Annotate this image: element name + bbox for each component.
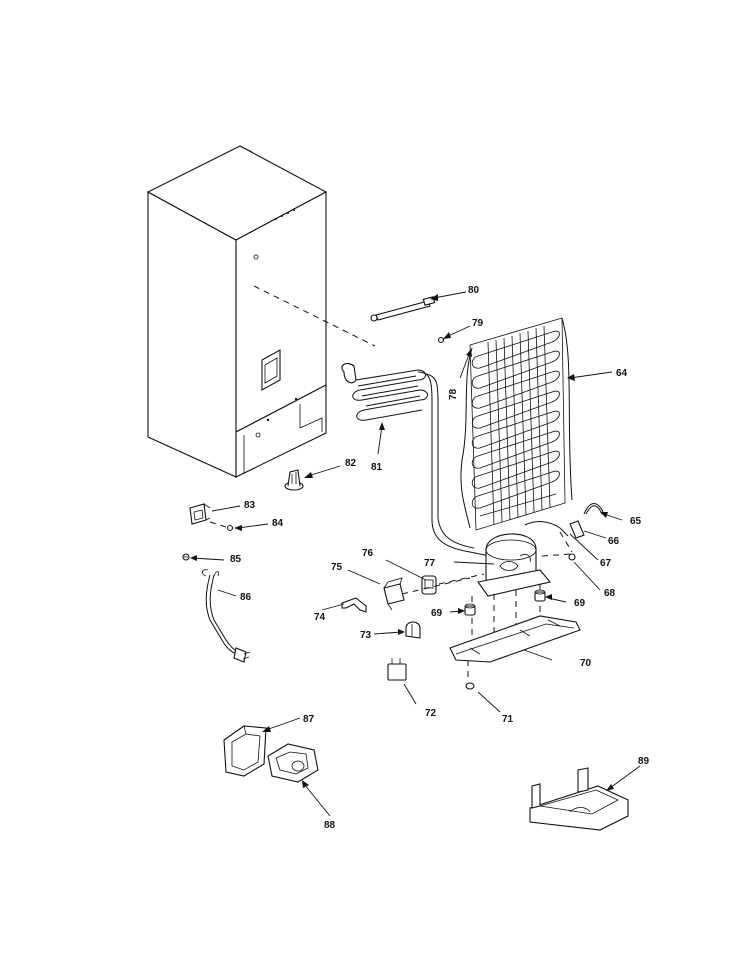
callout-67: 67 bbox=[600, 558, 612, 569]
drain-pan-88 bbox=[267, 743, 319, 783]
callout-76: 76 bbox=[362, 548, 374, 559]
callout-73: 73 bbox=[360, 630, 372, 641]
bracket-tray-89 bbox=[529, 767, 629, 831]
callout-leaders bbox=[190, 291, 641, 817]
callout-65: 65 bbox=[630, 516, 642, 527]
screw-85 bbox=[182, 553, 190, 561]
callout-83: 83 bbox=[244, 500, 256, 511]
spacer-66 bbox=[569, 520, 585, 539]
callout-79: 79 bbox=[472, 318, 484, 329]
grommet-82 bbox=[284, 469, 304, 491]
drain-pan-housing-87 bbox=[223, 725, 267, 777]
callout-78: 78 bbox=[448, 388, 459, 400]
callout-69-left: 69 bbox=[431, 608, 443, 619]
callout-71: 71 bbox=[502, 714, 514, 725]
hook-65 bbox=[583, 503, 605, 515]
grommet-69-left bbox=[464, 603, 476, 616]
grommet-69-right bbox=[534, 589, 546, 602]
callout-labels: 80 79 78 64 81 82 83 84 85 86 65 66 67 6… bbox=[230, 285, 650, 831]
screw-68 bbox=[568, 553, 576, 561]
callout-64: 64 bbox=[616, 368, 628, 379]
callout-86: 86 bbox=[240, 592, 252, 603]
callout-69-right: 69 bbox=[574, 598, 586, 609]
compressor-base-plate bbox=[449, 615, 581, 663]
callout-66: 66 bbox=[608, 536, 620, 547]
callout-81: 81 bbox=[371, 462, 383, 473]
capacitor-72 bbox=[387, 658, 407, 681]
callout-72: 72 bbox=[425, 708, 437, 719]
switch-83 bbox=[189, 503, 211, 525]
callout-87: 87 bbox=[303, 714, 315, 725]
callout-88: 88 bbox=[324, 820, 336, 831]
callout-84: 84 bbox=[272, 518, 284, 529]
callout-80: 80 bbox=[468, 285, 480, 296]
callout-82: 82 bbox=[345, 458, 357, 469]
callout-85: 85 bbox=[230, 554, 242, 565]
compressor bbox=[477, 533, 551, 597]
refrigerator-cabinet bbox=[146, 145, 328, 478]
overload-protector-76 bbox=[421, 575, 437, 595]
callout-89: 89 bbox=[638, 756, 650, 767]
screw-84 bbox=[209, 521, 234, 532]
callout-74: 74 bbox=[314, 612, 326, 623]
relay-cover-74 bbox=[341, 597, 367, 613]
power-cord bbox=[202, 569, 251, 663]
condenser-coil bbox=[460, 317, 573, 531]
callout-75: 75 bbox=[331, 562, 343, 573]
callout-68: 68 bbox=[604, 588, 616, 599]
callout-70: 70 bbox=[580, 658, 592, 669]
relay-75 bbox=[383, 577, 405, 611]
clip-73 bbox=[405, 621, 421, 639]
bolt-71 bbox=[465, 682, 475, 690]
drain-coil bbox=[341, 363, 428, 421]
callout-77: 77 bbox=[424, 558, 436, 569]
screw-79 bbox=[437, 336, 445, 344]
heater-tube bbox=[370, 296, 436, 322]
